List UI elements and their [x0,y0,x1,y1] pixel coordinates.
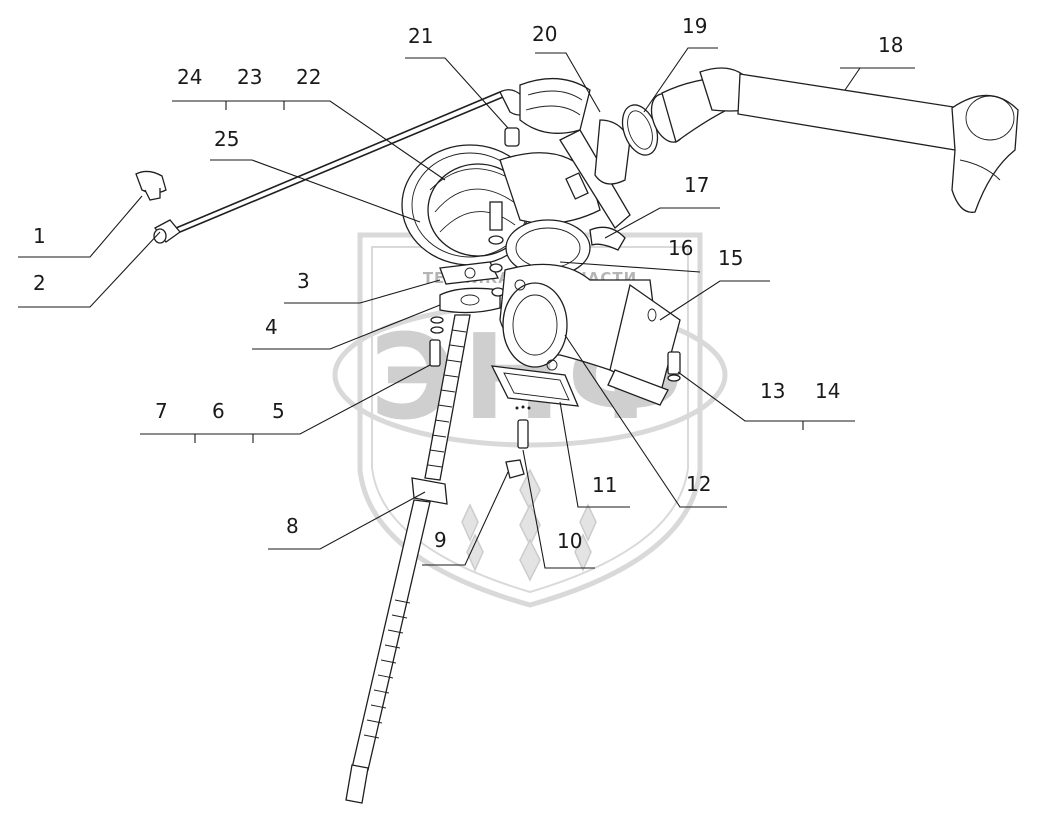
callout-1: 1 [33,224,46,248]
leader-11 [559,401,630,508]
leader-21 [405,57,509,129]
callout-17: 17 [684,173,709,197]
watermark-wheat [461,468,597,582]
part-fitting-2 [153,219,181,244]
callout-6: 6 [212,399,225,423]
callout-9: 9 [434,528,447,552]
part-stud-10 [515,405,531,449]
callout-11: 11 [592,473,617,497]
callout-19: 19 [682,14,707,38]
part-turbocharger-25 [401,77,601,277]
callout-15: 15 [718,246,743,270]
part-bolts-21 [488,127,520,245]
watermark-shield-inner [371,246,689,594]
part-bolt-5 [429,316,444,367]
callout-12: 12 [686,472,711,496]
leader-10 [522,449,595,569]
part-air-hose-18 [650,67,1019,213]
part-bolt-1 [135,170,167,201]
leader-17 [604,207,720,239]
leader-8 [268,491,426,550]
callout-5: 5 [272,399,285,423]
callout-13: 13 [760,379,785,403]
callout-22: 22 [296,65,321,89]
callout-7: 7 [155,399,168,423]
leader-15 [659,280,770,321]
leader-25 [210,159,421,223]
callout-4: 4 [265,315,278,339]
part-bracket-20 [559,119,631,229]
part-drain-hose-8 [345,314,471,804]
leader-22-23-24 [172,100,446,181]
part-gasket-3 [439,261,499,285]
callout-25: 25 [214,127,239,151]
part-clamp-17 [589,226,626,251]
callout-16: 16 [668,236,693,260]
part-gasket-11 [490,365,580,407]
leader-18 [840,67,915,91]
leader-9 [422,471,509,566]
leader-16 [559,261,701,273]
leader-13-14 [677,371,855,422]
callout-2: 2 [33,271,46,295]
callout-24: 24 [177,65,202,89]
bracket-5-6-7 [194,434,254,443]
leader-20 [535,52,601,113]
leader-2 [18,231,161,308]
part-nut-9 [505,459,525,479]
part-bracket-15 [607,283,681,406]
part-bolt-13 [667,351,681,382]
bracket-22-23-24 [225,101,285,110]
callout-10: 10 [557,529,582,553]
callout-8: 8 [286,514,299,538]
callout-21: 21 [408,24,433,48]
callout-14: 14 [815,379,840,403]
leader-4 [252,304,441,350]
leader-3 [284,279,441,304]
leader-12 [564,334,727,508]
callout-23: 23 [237,65,262,89]
callout-20: 20 [532,22,557,46]
callout-3: 3 [297,269,310,293]
leader-1 [18,195,143,258]
leader-lines [18,47,915,569]
leader-5-6-7 [140,364,431,435]
callout-labels: 1 2 3 4 5 6 7 8 9 10 11 12 13 14 15 16 1… [33,14,903,553]
callout-18: 18 [878,33,903,57]
leader-19 [643,47,718,113]
part-flange-4 [439,263,505,314]
part-exhaust-elbow-12 [499,263,661,371]
